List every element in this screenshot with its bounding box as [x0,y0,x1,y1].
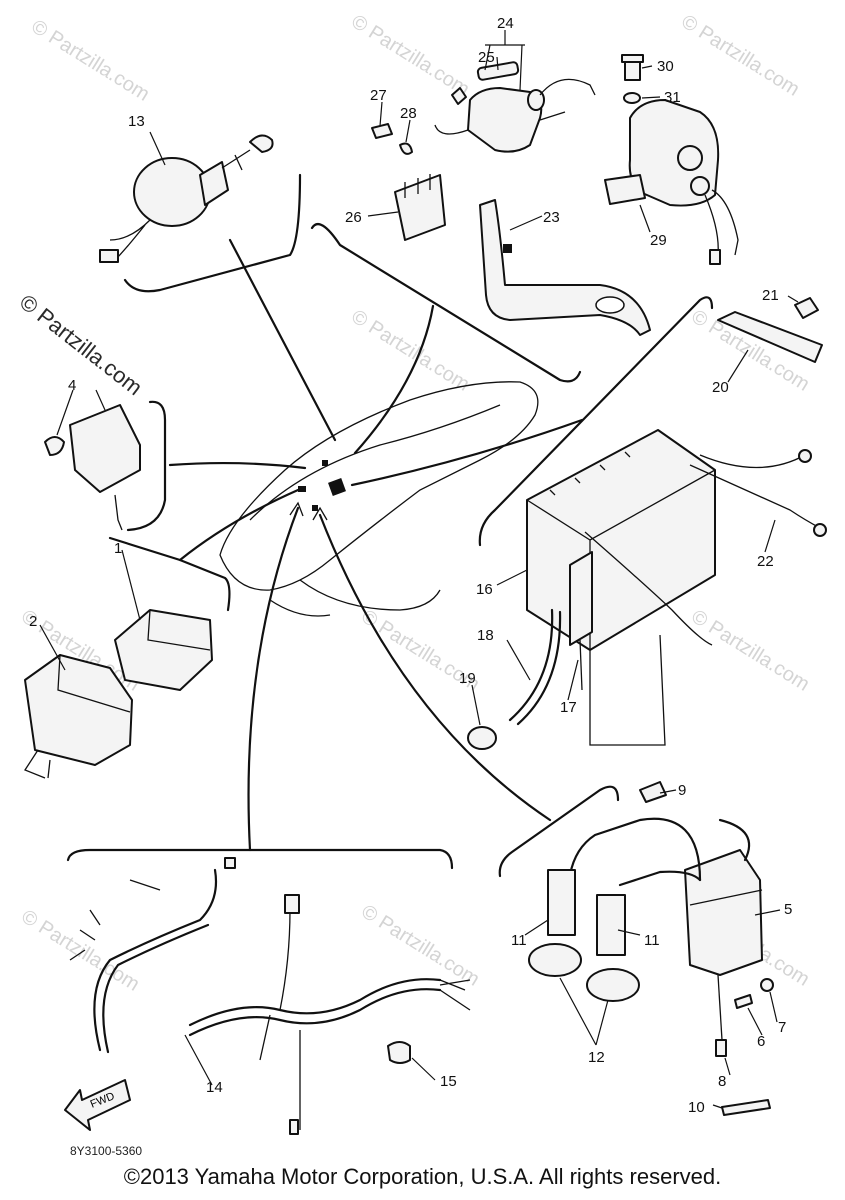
bracket-14 [66,848,454,870]
callout-28: 28 [400,105,417,122]
regulator-4 [44,404,141,531]
callouts: 1 2 4 5 6 7 8 9 10 11 11 12 13 14 15 16 … [29,15,792,1116]
callout-27: 27 [370,87,387,104]
callout-16: 16 [476,581,493,598]
callout-24: 24 [497,15,514,32]
callout-1: 1 [114,540,122,557]
callout-22: 22 [757,553,774,570]
callout-19: 19 [459,670,476,687]
leader-14 [247,506,300,852]
callout-29: 29 [650,232,667,249]
callout-3-4: 4 [68,377,76,394]
bracket-part-23 [479,199,651,336]
callout-11a: 11 [511,932,527,949]
wire-harness-14 [69,857,471,1135]
relay-assembly-24 [371,61,596,241]
callout-13: 13 [128,113,145,130]
watermark-9: © Partzilla.com [17,906,143,996]
callout-10: 10 [688,1099,705,1116]
watermark-4: © Partzilla.com [347,306,473,396]
main-switch-13 [99,134,274,263]
callout-21: 21 [762,287,779,304]
ignition-coil-5 [528,781,774,1116]
leader-5 [318,513,552,822]
snowmobile-outline [219,381,539,617]
arrowhead-14 [289,501,304,517]
callout-25: 25 [478,49,495,66]
callout-20: 20 [712,379,729,396]
callout-11b: 11 [644,932,660,949]
callout-15: 15 [440,1073,457,1090]
callout-6: 6 [757,1033,765,1050]
callout-23: 23 [543,209,560,226]
copyright-notice: ©2013 Yamaha Motor Corporation, U.S.A. A… [123,1164,722,1189]
breather-hose-18 [467,608,583,750]
battery-band-20 [717,297,823,363]
bracket-13 [123,173,302,293]
igniter-1-2 [24,609,213,779]
callout-30: 30 [657,58,674,75]
watermark-10: © Partzilla.com [357,901,483,991]
leader-16 [350,418,584,487]
leader-23 [353,304,435,455]
arrowhead-5 [312,506,328,521]
callout-26: 26 [345,209,362,226]
bracket-4 [126,400,167,532]
callout-31: 31 [664,89,681,106]
bracket-1 [108,536,231,612]
fwd-arrow: FWD [64,1079,131,1131]
callout-14: 14 [206,1079,223,1096]
callout-18: 18 [477,627,494,644]
leader-13 [228,238,337,442]
bracket-23 [310,223,582,383]
callout-8: 8 [718,1073,726,1090]
callout-9: 9 [678,782,686,799]
callout-12: 12 [588,1049,605,1066]
callout-7: 7 [778,1019,786,1036]
callout-17: 17 [560,699,577,716]
watermark-1: © Partzilla.com [27,16,153,106]
leader-4 [168,461,307,470]
watermark-dark: © Partzilla.com [15,289,147,400]
diagram-part-code: 8Y3100-5360 [70,1144,143,1158]
battery-16 [526,429,827,746]
leader-1 [178,488,300,562]
callout-leaders [39,30,799,1109]
bracket-5 [498,785,620,878]
watermark-8: © Partzilla.com [687,606,813,696]
watermark-2: © Partzilla.com [347,11,473,101]
watermark-3: © Partzilla.com [677,11,803,101]
relay-29 [604,54,739,265]
callout-5: 5 [784,901,792,918]
callout-2: 2 [29,613,37,630]
bracket-16 [478,296,714,547]
